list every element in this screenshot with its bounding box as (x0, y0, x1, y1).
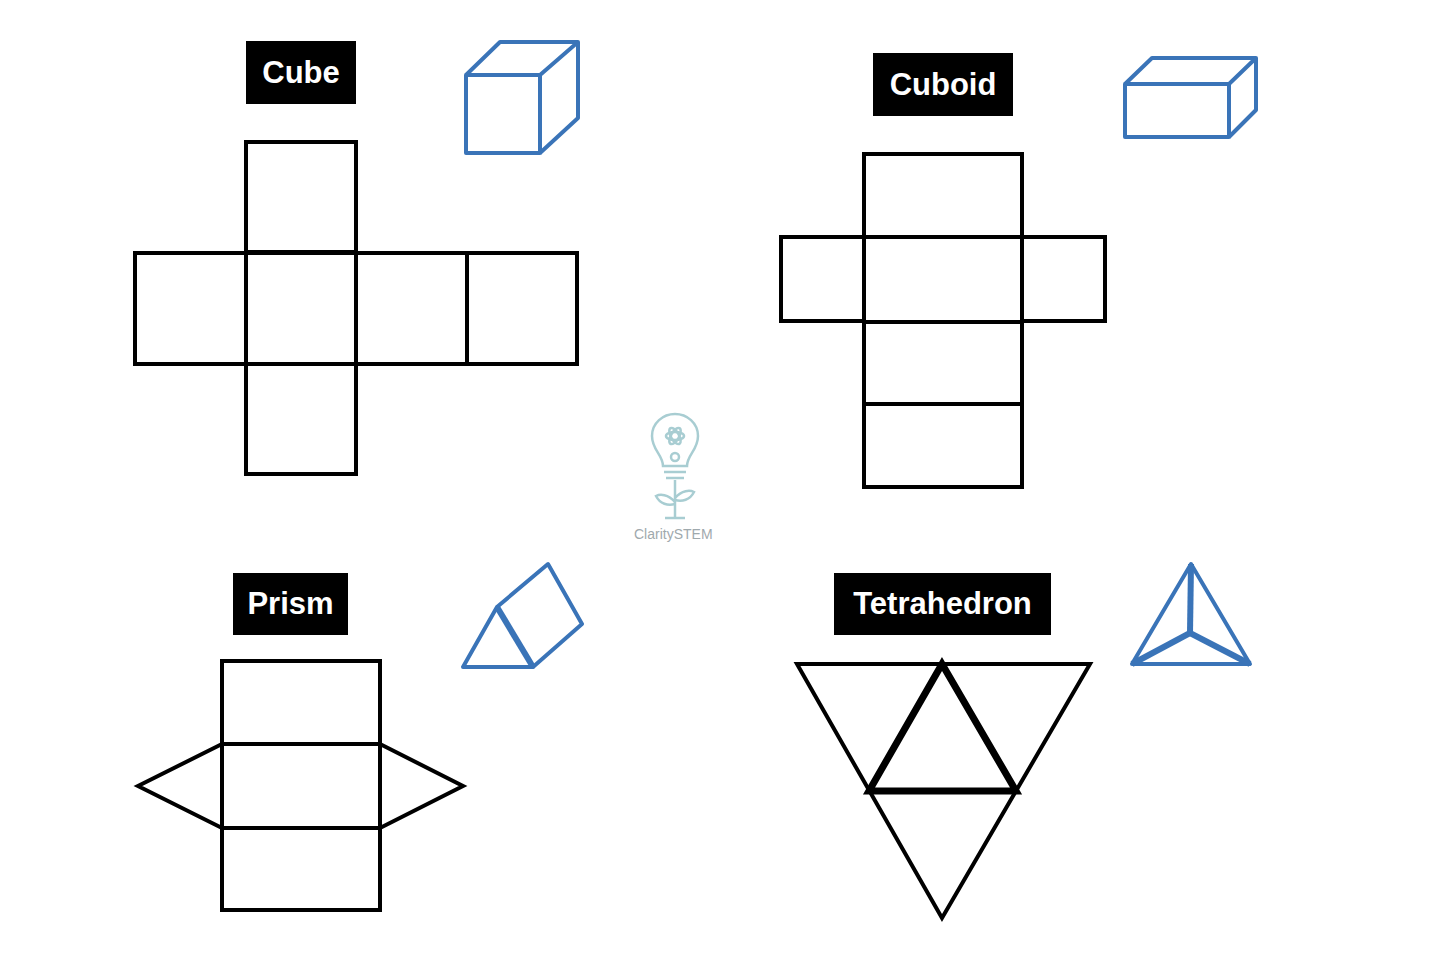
prism-icon (463, 564, 582, 667)
prism-net (138, 661, 463, 910)
shape-name: Prism (247, 586, 333, 622)
shape-name: Cube (262, 55, 340, 91)
watermark-icon (652, 414, 698, 518)
cube-net (135, 142, 577, 474)
tetrahedron-icon (1132, 564, 1250, 664)
tetrahedron-label: Tetrahedron (834, 573, 1051, 635)
shape-name: Tetrahedron (853, 586, 1032, 622)
watermark-text: ClaritySTEM (634, 526, 713, 542)
cuboid-net (781, 154, 1105, 487)
cube-icon (466, 42, 578, 153)
shape-name: Cuboid (890, 67, 997, 103)
cube-label: Cube (246, 41, 356, 104)
cuboid-label: Cuboid (873, 53, 1013, 116)
cuboid-icon (1125, 58, 1256, 137)
tetrahedron-net (797, 664, 1090, 918)
prism-label: Prism (233, 573, 348, 635)
